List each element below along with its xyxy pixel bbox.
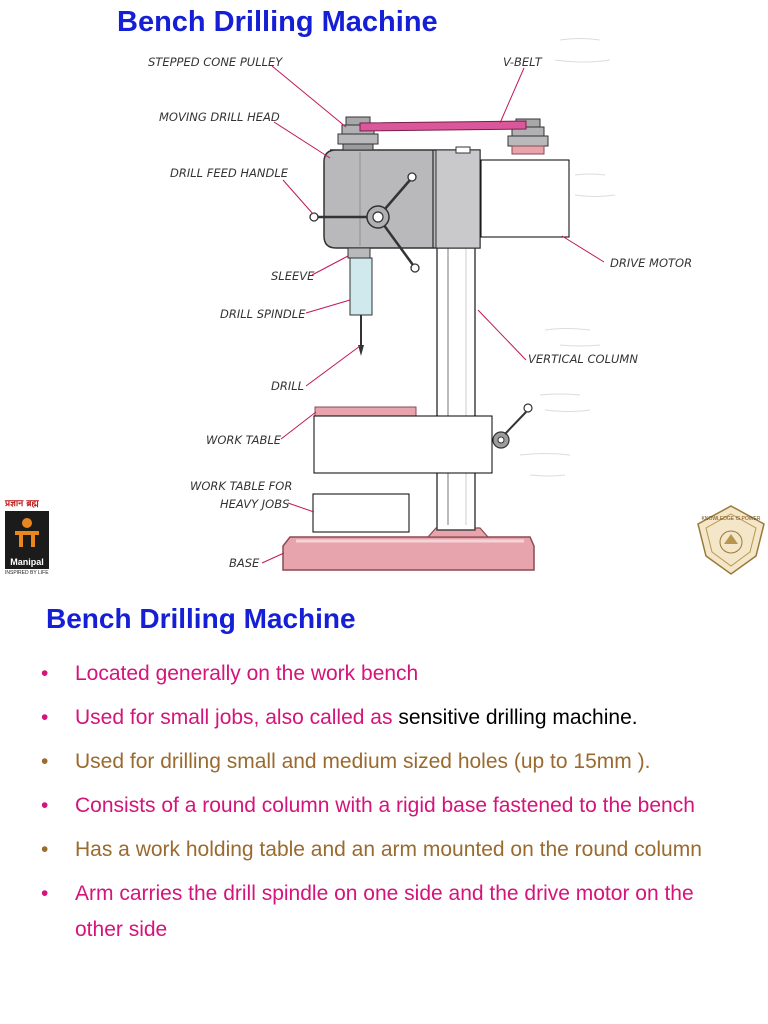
stepped-cone-pulley-shape xyxy=(337,116,379,151)
label-moving-drill-head: MOVING DRILL HEAD xyxy=(159,110,280,124)
base-shape xyxy=(282,536,535,571)
logo-name: Manipal xyxy=(10,557,44,567)
label-stepped-cone-pulley: STEPPED CONE PULLEY xyxy=(148,55,283,69)
bullet-list: • Located generally on the work bench • … xyxy=(40,656,745,956)
bullet-dot: • xyxy=(41,662,49,685)
label-drill-feed-handle: DRILL FEED HANDLE xyxy=(170,166,289,180)
label-vertical-column: VERTICAL COLUMN xyxy=(528,352,638,366)
bullet-text-emphasis: sensitive drilling machine. xyxy=(398,706,638,729)
manipal-logo: प्रज्ञान ब्रह्म Manipal INSPIRED BY LIFE xyxy=(5,496,55,576)
bullet-item: • Used for small jobs, also called as se… xyxy=(40,700,745,736)
bullet-dot: • xyxy=(41,750,49,773)
label-drill-spindle: DRILL SPINDLE xyxy=(220,307,306,321)
bullet-item: • Has a work holding table and an arm mo… xyxy=(40,832,745,868)
bullet-dot: • xyxy=(41,794,49,817)
drilling-machine-diagram: STEPPED CONE PULLEY V-BELT MOVING DRILL … xyxy=(148,38,692,571)
institute-seal: KNOWLEDGE IS POWER xyxy=(694,504,768,581)
label-drive-motor: DRIVE MOTOR xyxy=(610,256,692,270)
bullet-text: Consists of a round column with a rigid … xyxy=(75,794,695,817)
label-work-table-heavy-line2: HEAVY JOBS xyxy=(220,497,289,511)
bullet-dot: • xyxy=(41,706,49,729)
manipal-logo-icon: Manipal xyxy=(5,511,49,569)
bullet-text: Located generally on the work bench xyxy=(75,662,419,685)
label-v-belt: V-BELT xyxy=(503,55,543,69)
bullet-item: • Located generally on the work bench xyxy=(40,656,745,692)
vertical-column-shape xyxy=(436,239,476,531)
bullet-text: Used for small jobs, also called as xyxy=(75,706,399,729)
label-base: BASE xyxy=(229,556,260,570)
sleeve-shape xyxy=(347,247,371,259)
drill-head-shape xyxy=(323,146,481,249)
bullet-item: • Consists of a round column with a rigi… xyxy=(40,788,745,824)
bullet-dot: • xyxy=(41,882,49,905)
v-belt-shape xyxy=(359,120,527,132)
table-clamp-handle xyxy=(492,403,533,449)
bullet-text: Has a work holding table and an arm moun… xyxy=(75,838,702,861)
seal-motto: KNOWLEDGE IS POWER xyxy=(701,516,761,522)
bullet-text: Used for drilling small and medium sized… xyxy=(75,750,651,773)
bullet-item: • Used for drilling small and medium siz… xyxy=(40,744,745,780)
page-title: Bench Drilling Machine xyxy=(117,6,438,38)
manipal-emblem-icon xyxy=(15,518,39,547)
blank-label-box xyxy=(313,415,493,474)
bullet-dot: • xyxy=(41,838,49,861)
logo-hindi-text: प्रज्ञान ब्रह्म xyxy=(5,499,39,509)
label-drill: DRILL xyxy=(271,379,304,393)
bullet-item: • Arm carries the drill spindle on one s… xyxy=(40,876,745,948)
blank-label-box xyxy=(480,159,570,238)
drill-feed-handle-shape xyxy=(309,172,420,273)
logo-tagline: INSPIRED BY LIFE xyxy=(5,570,49,576)
label-work-table: WORK TABLE xyxy=(206,433,282,447)
blank-label-box xyxy=(312,493,410,533)
institute-seal-icon xyxy=(697,505,765,575)
section-title: Bench Drilling Machine xyxy=(46,603,356,634)
background-scan-noise xyxy=(519,38,616,477)
label-sleeve: SLEEVE xyxy=(271,269,315,283)
drill-spindle-shape xyxy=(349,257,373,316)
bullet-text: Arm carries the drill spindle on one sid… xyxy=(75,882,694,941)
leader-lines xyxy=(261,65,605,564)
label-work-table-heavy-line1: WORK TABLE FOR xyxy=(190,479,292,493)
